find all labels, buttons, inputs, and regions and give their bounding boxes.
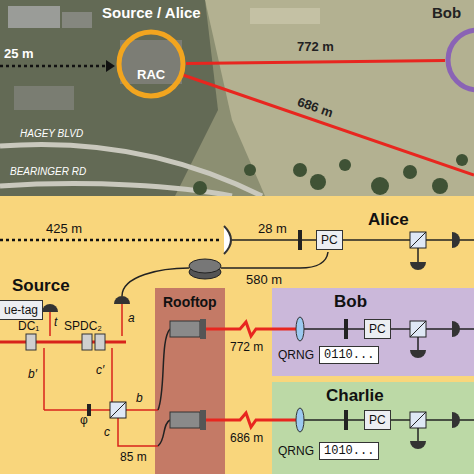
free-space-link: [186, 60, 445, 63]
node-text: 1010...: [319, 442, 379, 460]
site-circle: Source / AliceRAC: [90, 4, 212, 104]
pockels-cell-box: PC: [364, 410, 391, 430]
node-label: Charlie: [326, 386, 384, 406]
detector: [42, 296, 130, 312]
annotation-label: DC₁: [18, 320, 39, 334]
annotation-label: 28 m: [258, 222, 287, 237]
photo-ground: [0, 0, 474, 196]
node-text: 0110...: [319, 346, 379, 364]
annotation-label: b′: [28, 368, 37, 382]
free-space-beam: [206, 322, 296, 427]
site-ring: [119, 32, 183, 96]
fiber-spool: [189, 259, 221, 279]
qrng-box: QRNG 1010...: [278, 442, 379, 460]
rooftop-band: Rooftop: [155, 288, 225, 474]
annotation-label: c: [104, 426, 110, 440]
pockels-cell-box: PC: [364, 319, 391, 339]
site-ring: [448, 30, 474, 90]
node-label: ue-tag: [4, 303, 38, 317]
node-label: Bob: [334, 292, 367, 312]
node-label: PC: [369, 413, 386, 427]
annotation-label: b: [136, 392, 143, 406]
time-tagger-box: ue-tag: [0, 300, 43, 320]
node-label: QRNG: [278, 444, 314, 458]
annotation-label: Alice: [368, 210, 409, 230]
annotation-label: φ: [80, 414, 88, 428]
annotation-label: SPDC₂: [64, 320, 102, 334]
annotation-label: 425 m: [46, 222, 82, 237]
node-label: QRNG: [278, 348, 314, 362]
site-circle: Bob: [428, 4, 474, 104]
node-label: Bob: [432, 4, 461, 21]
node-label: PC: [369, 322, 386, 336]
road: [0, 144, 262, 196]
annotation-label: 772 m: [230, 341, 263, 355]
rooftop-fibers: [158, 329, 170, 446]
node-label: PC: [321, 233, 338, 247]
pockels-cell-box: PC: [316, 230, 343, 250]
free-space-link: [183, 75, 474, 175]
dotted-link: [0, 60, 115, 72]
annotation-label: c′: [96, 364, 104, 378]
beam-splitter: [87, 402, 126, 418]
node-label: Rooftop: [163, 294, 217, 310]
telescope-dish: [224, 226, 231, 254]
annotation-label: 25 m: [4, 47, 34, 62]
node-text: RAC: [137, 68, 165, 83]
annotation-label: 686 m: [230, 432, 263, 446]
annotation-label: 85 m: [120, 451, 147, 465]
node-label: Source / Alice: [102, 4, 201, 21]
optics: [298, 230, 460, 270]
annotation-label: a: [128, 312, 135, 326]
telescope: [170, 319, 206, 430]
photon-paths: [44, 304, 158, 446]
annotation-label: BEARINGER RD: [10, 166, 86, 178]
annotation-label: 580 m: [246, 273, 282, 288]
annotation-label: HAGEY BLVD: [20, 128, 83, 140]
node-label: Source: [12, 276, 70, 296]
dotted-link: [0, 240, 220, 241]
pump-beam: [0, 334, 126, 350]
receiver-optics: [296, 317, 474, 449]
annotation-label: t: [54, 316, 57, 330]
edge-label: 772 m: [297, 40, 334, 55]
qrng-box: QRNG 0110...: [278, 346, 379, 364]
